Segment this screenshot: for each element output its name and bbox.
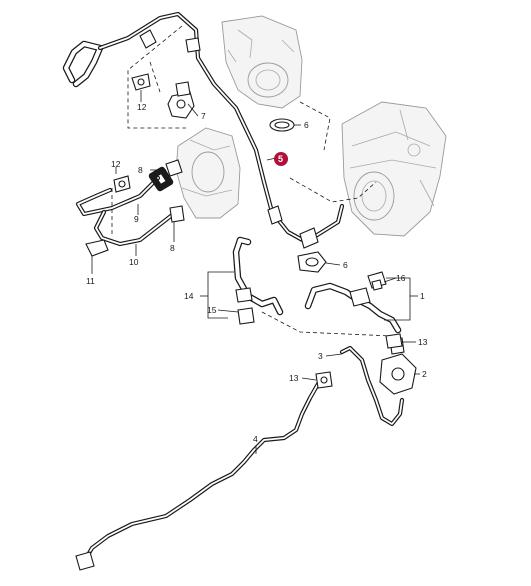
clamp-part-15-upper	[235, 287, 253, 303]
callout-7: 7	[201, 111, 206, 121]
callout-6-bottom: 6	[343, 260, 348, 270]
callout-16: 16	[396, 273, 406, 283]
callout-9: 9	[134, 214, 139, 224]
leader-lines	[91, 90, 420, 454]
callout-11: 11	[86, 276, 95, 286]
callout-1: 1	[420, 291, 425, 301]
hose-part-14	[232, 236, 284, 316]
callout-12-top: 12	[137, 102, 147, 112]
vacuum-line-part-5	[62, 11, 345, 249]
callout-14: 14	[184, 291, 194, 301]
callout-5: 5	[278, 154, 283, 164]
highlight-marker-5	[274, 152, 288, 166]
callout-15: 15	[207, 305, 217, 315]
vacuum-line-part-3	[339, 345, 405, 427]
connector-part-13-right	[385, 333, 403, 349]
assembly-dashed-lines	[111, 25, 393, 337]
clip-part-16	[367, 271, 387, 291]
check-valve-part-7	[167, 81, 195, 119]
connector-part-13-left	[315, 371, 333, 389]
callout-labels: 12 7 6 5 12 8 9 8 10 11 6 14 15 16 1 13 …	[86, 102, 428, 444]
clamp-part-12-top	[131, 73, 151, 91]
clamp-part-15-lower	[237, 307, 255, 325]
callout-4: 4	[253, 434, 258, 444]
turbocharger-ghost	[341, 101, 447, 237]
callout-2: 2	[422, 369, 427, 379]
callout-10: 10	[129, 257, 139, 267]
callout-8-bottom: 8	[170, 243, 175, 253]
hose-clamp-part-6-top	[269, 118, 295, 132]
callout-13-right: 13	[418, 337, 428, 347]
connector-part-8-top	[165, 159, 183, 177]
callout-8-top: 8	[138, 165, 143, 175]
vacuum-line-part-9	[75, 166, 174, 217]
throttle-body-ghost	[221, 15, 303, 109]
callout-6-top: 6	[304, 120, 309, 130]
callout-3: 3	[318, 351, 323, 361]
hose-clamp-part-6-bottom	[297, 251, 327, 273]
vacuum-line-part-4	[75, 381, 321, 571]
connector-part-8-bottom	[169, 205, 185, 223]
callout-12-left: 12	[111, 159, 121, 169]
clamp-part-12-left	[113, 175, 131, 193]
vacuum-line-part-10	[93, 209, 179, 247]
intercooler-pipe-ghost	[175, 127, 241, 219]
clip-part-11	[85, 239, 109, 257]
hose-part-1	[304, 282, 402, 334]
callout-13-left: 13	[289, 373, 299, 383]
